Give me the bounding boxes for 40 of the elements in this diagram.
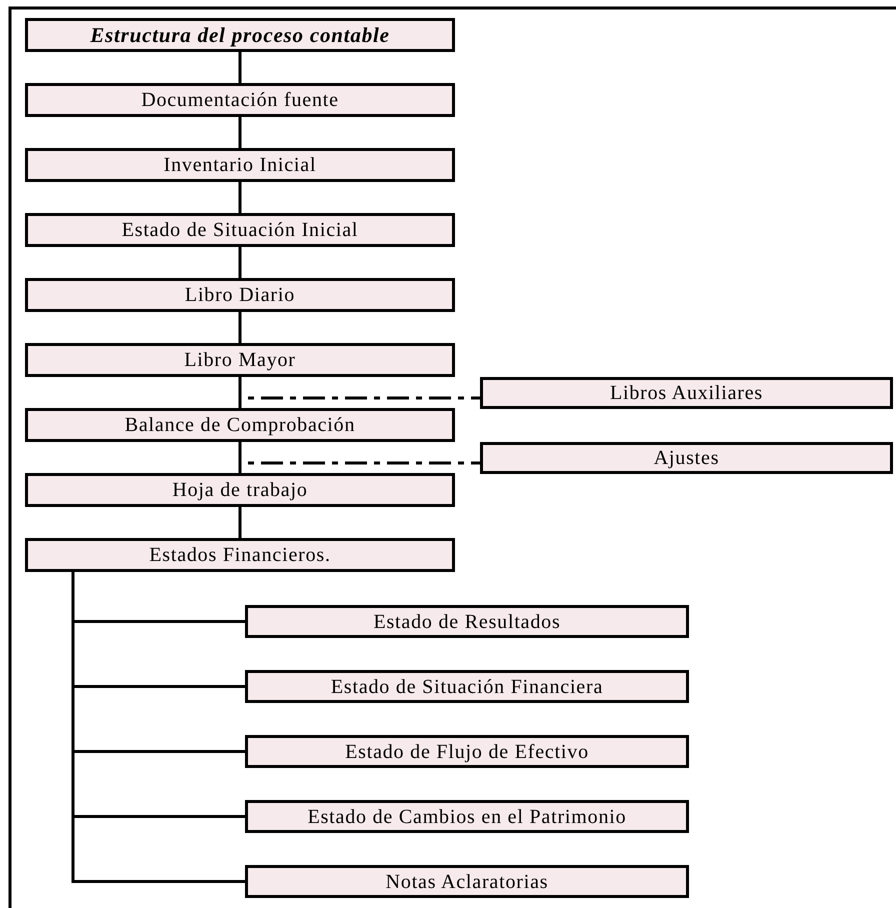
box-label: Estado de Resultados [373,612,561,632]
box-label: Estado de Situación Inicial [122,220,358,240]
box-label: Inventario Inicial [164,155,316,175]
process-box [25,473,455,507]
box-label: Notas Aclaratorias [386,872,548,892]
process-box [25,343,455,377]
connector-line [238,182,242,213]
box-label: Estructura del proceso contable [90,24,390,46]
box-label: Estados Financieros. [149,545,331,565]
process-box [25,408,455,442]
box-label: Hoja de trabajo [172,480,308,500]
box-label: Estado de Cambios en el Patrimonio [308,806,626,826]
box-label: Libros Auxiliares [610,383,764,403]
process-box [245,735,689,768]
process-box [25,278,455,312]
process-box [25,538,455,572]
box-label: Libro Diario [184,285,296,305]
connector-line [238,52,242,83]
process-box [480,377,893,409]
box-label: Libro Mayor [184,350,296,370]
box-label: Balance de Comprobación [124,415,356,435]
process-box [25,213,455,247]
process-box [245,800,689,833]
connector-line [238,507,242,538]
connector-line [238,117,242,148]
box-label: Estado de Flujo de Efectivo [345,742,589,762]
box-label: Estado de Situación Financiera [330,676,604,696]
process-box [245,670,689,703]
connector-line [238,247,242,278]
process-box [245,605,689,638]
dash-dot-connector [238,442,480,464]
process-box [25,83,455,117]
process-box [25,148,455,182]
dash-dot-connector [238,377,480,400]
process-box [245,865,689,898]
process-box [480,442,893,474]
box-label: Ajustes [654,448,720,468]
box-label: Documentación fuente [141,90,339,110]
heading-box [25,18,455,52]
connector-line [238,312,242,343]
